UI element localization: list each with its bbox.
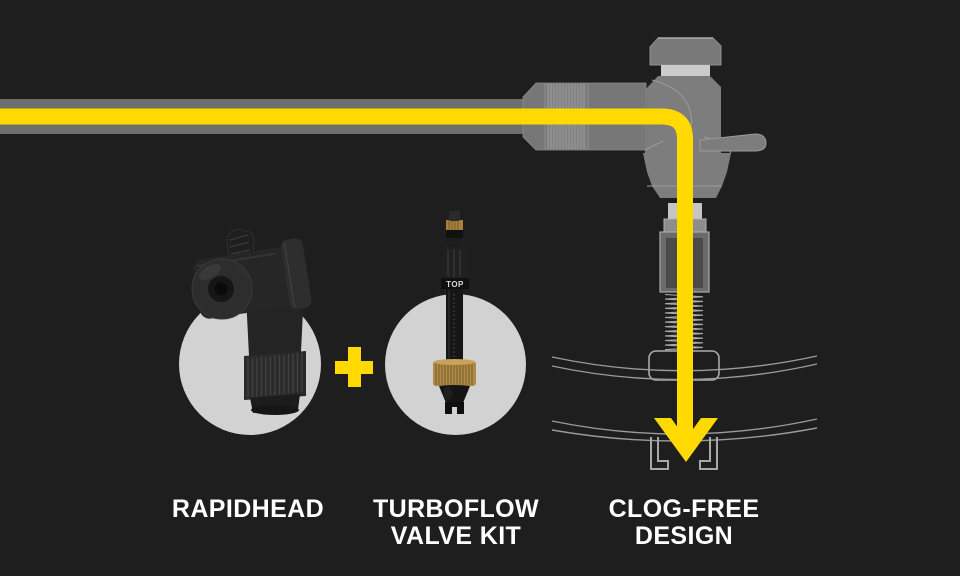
label-clog-free-design: CLOG-FREE DESIGN (579, 496, 789, 550)
label-rapidhead: RAPIDHEAD (143, 496, 353, 523)
rim-cross-section (650, 437, 718, 470)
plus-icon (335, 347, 373, 387)
rapidhead-product-photo (191, 228, 312, 415)
label-line: DESIGN (634, 522, 734, 550)
label-line: RAPIDHEAD (171, 495, 325, 523)
valve-threads (664, 293, 704, 351)
label-line: TURBOFLOW (372, 495, 540, 523)
label-turboflow-valve-kit: TURBOFLOW VALVE KIT (351, 496, 561, 550)
valve-brand-text: TOP (446, 280, 464, 289)
turboflow-product-photo: TOP (433, 211, 476, 414)
head-collar (661, 65, 710, 76)
label-line: VALVE KIT (390, 522, 522, 550)
head-cap (649, 37, 722, 66)
rubber-base (439, 385, 470, 414)
airflow-line (0, 108, 718, 462)
product-nozzle-face (191, 258, 253, 320)
brass-knurl-nut (433, 359, 476, 386)
plus-horizontal-bar (335, 360, 373, 374)
label-line: CLOG-FREE (608, 495, 760, 523)
head-lever (699, 133, 767, 152)
airflow-arrow-icon (654, 418, 718, 462)
